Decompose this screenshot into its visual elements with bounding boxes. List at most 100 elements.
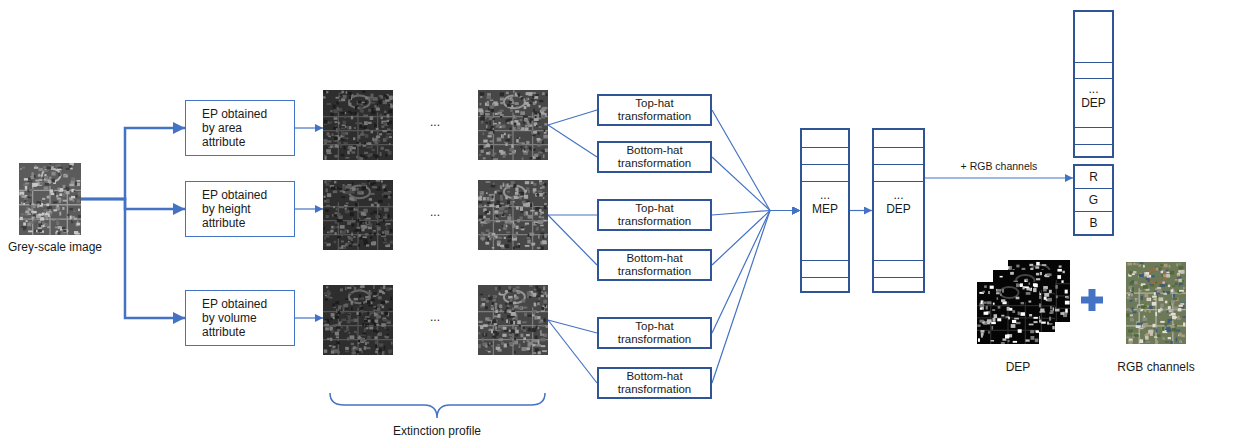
image-detail [510,184,513,186]
image-detail [543,220,546,222]
image-detail [512,115,516,119]
image-detail [536,344,541,347]
image-detail [505,244,510,248]
image-detail [506,92,509,94]
image-detail [1056,280,1057,322]
image-detail [354,287,357,290]
image-detail [487,344,490,346]
image-detail [346,191,350,194]
image-detail [536,125,538,127]
image-detail [539,193,543,196]
image-detail [499,292,501,295]
image-detail [527,292,531,296]
image-detail [511,105,513,107]
image-detail [338,95,340,97]
image-detail [378,200,383,203]
image-detail [381,323,385,326]
image-detail [358,289,362,291]
image-detail [542,107,547,110]
image-detail [483,133,485,135]
image-detail [525,146,528,148]
image-detail [533,109,535,113]
image-detail [1002,338,1006,340]
image-detail [373,292,377,294]
image-detail [336,341,340,344]
image-detail [23,226,27,229]
image-detail [25,186,27,190]
image-detail [509,301,512,304]
image-detail [373,285,375,289]
image-detail [1029,282,1031,284]
image-detail [37,204,39,206]
image-detail [391,218,393,220]
image-detail [508,134,510,138]
image-detail [30,194,32,197]
image-detail [537,227,539,231]
image-detail [510,134,512,136]
image-detail [1057,269,1061,272]
image-detail [344,116,346,119]
image-detail [364,152,368,154]
image-detail [493,296,497,298]
image-detail [544,130,546,132]
image-detail [508,222,513,224]
image-detail [480,221,484,223]
image-detail [360,307,363,310]
image-detail [512,202,513,250]
image-detail [382,130,386,132]
image-detail [523,116,528,118]
image-detail [363,126,367,129]
image-detail [376,180,380,182]
image-detail [1011,324,1016,328]
image-detail [326,189,328,193]
image-detail [336,128,338,132]
image-detail [38,229,42,232]
image-detail [543,286,545,290]
image-detail [1029,314,1032,316]
image-detail [524,127,528,130]
image-detail [545,292,548,295]
image-detail [492,331,497,333]
image-detail [532,314,535,316]
image-detail [528,315,532,317]
image-detail [504,291,525,304]
image-detail [540,225,543,227]
image-detail [345,307,348,310]
image-detail [345,132,348,135]
image-detail [480,237,484,239]
image-detail [347,287,351,289]
image-detail [38,224,42,228]
image-detail [373,97,378,101]
image-detail [353,243,358,245]
image-detail [492,196,494,198]
image-detail [504,96,525,109]
image-detail [344,205,348,207]
image-detail [538,220,543,224]
image-detail [347,236,350,238]
image-detail [353,236,356,238]
image-detail [330,297,332,299]
image-detail [492,157,494,159]
image-detail [361,102,364,104]
image-detail [978,338,980,342]
image-detail [59,212,61,216]
image-detail [484,333,486,336]
image-detail [541,338,546,342]
image-detail [497,241,501,244]
image-detail [59,193,62,196]
image-detail [529,147,532,151]
image-detail [344,208,346,210]
image-detail [486,229,490,232]
image-detail [377,227,381,231]
image-detail [389,143,391,145]
image-detail [481,298,484,301]
image-detail [516,129,519,131]
image-detail [1049,312,1051,314]
image-detail [25,182,29,184]
image-detail [506,319,508,323]
image-detail [74,190,76,192]
image-detail [381,301,386,304]
image-detail [330,338,332,341]
image-detail [483,157,486,159]
image-detail [31,172,33,176]
